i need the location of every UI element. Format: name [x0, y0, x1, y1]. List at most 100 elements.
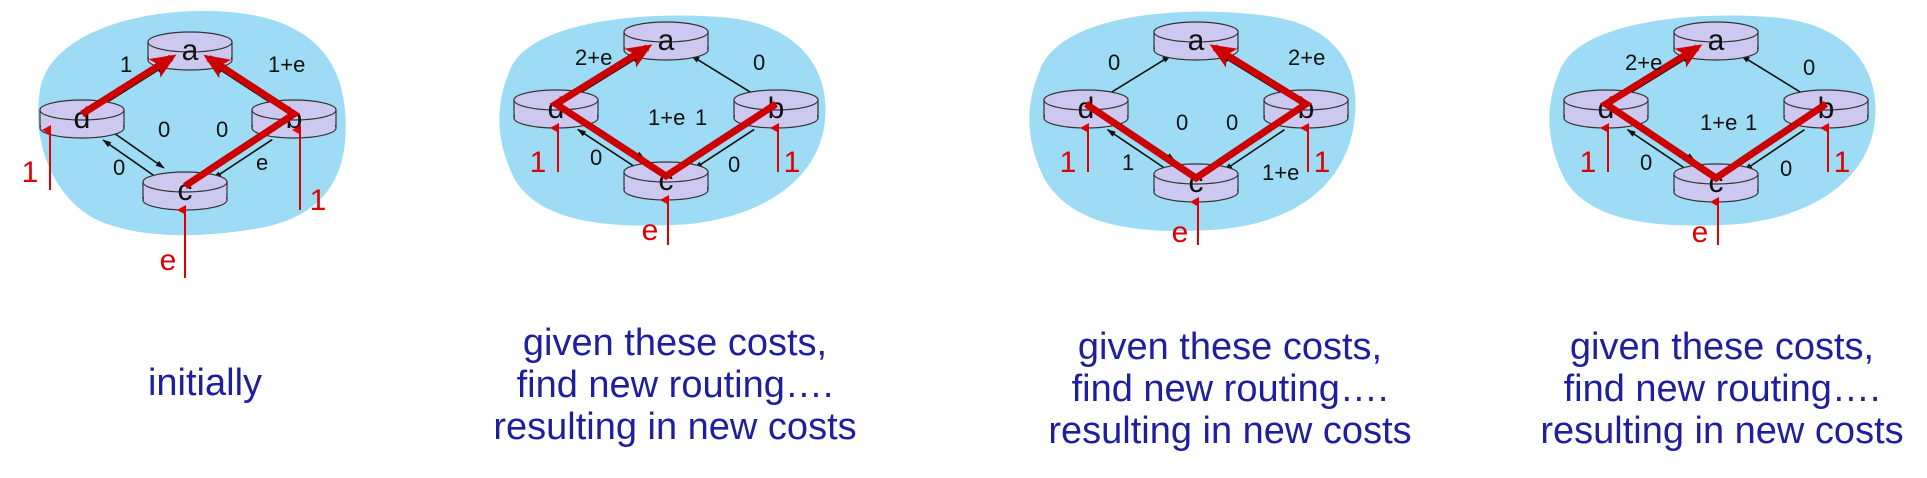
- network-cloud: [1549, 15, 1876, 226]
- link-cost-ba: 1+e: [268, 52, 305, 77]
- router-name: d: [1078, 92, 1095, 125]
- traffic-amount-b: 1: [310, 184, 327, 217]
- link-cost-bc_right: e: [256, 150, 268, 175]
- link-cost-dc_left: 1: [1122, 150, 1134, 175]
- link-arrow-b-c: [1223, 129, 1285, 171]
- link-cost-da: 1: [120, 52, 132, 77]
- traffic-amount-b: 1: [784, 146, 801, 179]
- panel-3-caption: given these costs, find new routing…. re…: [1035, 326, 1425, 452]
- router-c: c: [623, 161, 709, 201]
- router-top: [147, 31, 233, 53]
- traffic-amount-b: 1: [1314, 146, 1331, 179]
- router-name: a: [1188, 24, 1205, 57]
- caption-line: resulting in new costs: [493, 406, 857, 448]
- link-cost-bc_right: 1+e: [1262, 160, 1299, 185]
- caption-line: find new routing….: [1071, 368, 1389, 410]
- router-name: a: [1708, 24, 1725, 57]
- caption-line: find new routing….: [516, 364, 834, 406]
- router-c: c: [1153, 163, 1239, 203]
- link-arrow-b-c: [693, 128, 755, 170]
- route-path: [1599, 44, 1828, 183]
- link-arrow-c-d: [1626, 129, 1689, 171]
- router-top: [1153, 21, 1239, 43]
- link-arrow-b-a: [690, 55, 751, 93]
- router-top: [1043, 89, 1129, 111]
- traffic-amount-d: 1: [1580, 146, 1597, 179]
- router-d: d: [1043, 89, 1129, 129]
- traffic-amount-c: e: [160, 244, 177, 277]
- link-cost-dc_left: 0: [1640, 150, 1652, 175]
- link-cost-dc_right: 0: [1176, 110, 1188, 135]
- traffic-amount-d: 1: [1060, 146, 1077, 179]
- link-cost-dc_right: 1+e: [648, 105, 685, 130]
- route-path: [549, 44, 778, 181]
- link-cost-da: 2+e: [575, 45, 612, 70]
- caption-line: resulting in new costs: [1048, 410, 1412, 452]
- link-cost-dc_left: 0: [113, 155, 125, 180]
- router-top: [1673, 21, 1759, 43]
- panel-2-caption: given these costs, find new routing…. re…: [480, 322, 870, 448]
- link-cost-ba: 0: [753, 50, 765, 75]
- link-cost-da: 2+e: [1625, 50, 1662, 75]
- router-d: d: [39, 99, 125, 139]
- link-cost-dc_right: 0: [158, 117, 170, 142]
- link-arrow-b-a: [1740, 55, 1801, 93]
- link-arrow-c-d: [1106, 129, 1169, 171]
- link-cost-bc_left: 1: [1745, 110, 1757, 135]
- traffic-amount-c: e: [642, 214, 659, 247]
- network-cloud: [1029, 11, 1356, 231]
- caption-line: given these costs,: [1569, 326, 1875, 368]
- panel-4-caption: given these costs, find new routing…. re…: [1527, 326, 1917, 452]
- route-path: [80, 54, 177, 117]
- link-cost-ba: 0: [1803, 55, 1815, 80]
- router-c: c: [142, 171, 228, 211]
- traffic-amount-c: e: [1172, 216, 1189, 249]
- traffic-amount-b: 1: [1834, 146, 1851, 179]
- link-arrow-b-c: [1743, 129, 1805, 171]
- link-arrow-c-d: [576, 128, 639, 170]
- traffic-amount-d: 1: [530, 146, 547, 179]
- caption-line: initially: [147, 362, 263, 404]
- caption-line: given these costs,: [1077, 326, 1383, 368]
- panel-1-caption: initially: [60, 362, 350, 404]
- router-a: a: [623, 21, 709, 61]
- link-arrow-d-c: [109, 129, 165, 169]
- router-top: [733, 89, 819, 111]
- caption-line: given these costs,: [522, 322, 828, 364]
- router-name: b: [768, 92, 785, 125]
- network-cloud: [38, 10, 346, 236]
- link-cost-da: 0: [1108, 50, 1120, 75]
- route-path: [1084, 44, 1313, 183]
- traffic-amount-c: e: [1692, 216, 1709, 249]
- route-path: [183, 54, 301, 189]
- traffic-amount-d: 1: [22, 156, 39, 189]
- caption-line: find new routing….: [1563, 368, 1881, 410]
- router-c: c: [1673, 163, 1759, 203]
- link-cost-dc_right: 1+e: [1700, 110, 1737, 135]
- router-top: [1783, 89, 1869, 111]
- network-cloud: [499, 15, 826, 226]
- link-arrow-b-c: [212, 138, 273, 180]
- router-name: a: [182, 34, 199, 67]
- router-b: b: [733, 89, 819, 129]
- link-arrow-d-a: [1111, 55, 1172, 93]
- link-cost-dc_left: 0: [590, 145, 602, 170]
- link-cost-bc_right: 0: [728, 152, 740, 177]
- link-arrow-c-d: [102, 139, 158, 179]
- router-b: b: [1783, 89, 1869, 129]
- link-cost-ba: 2+e: [1288, 45, 1325, 70]
- router-name: a: [658, 24, 675, 57]
- router-top: [623, 21, 709, 43]
- caption-line: resulting in new costs: [1540, 410, 1904, 452]
- link-cost-bc_left: 0: [216, 117, 228, 142]
- router-name: b: [1818, 92, 1835, 125]
- link-cost-bc_left: 1: [695, 105, 707, 130]
- link-cost-bc_right: 0: [1780, 156, 1792, 181]
- link-cost-bc_left: 0: [1226, 110, 1238, 135]
